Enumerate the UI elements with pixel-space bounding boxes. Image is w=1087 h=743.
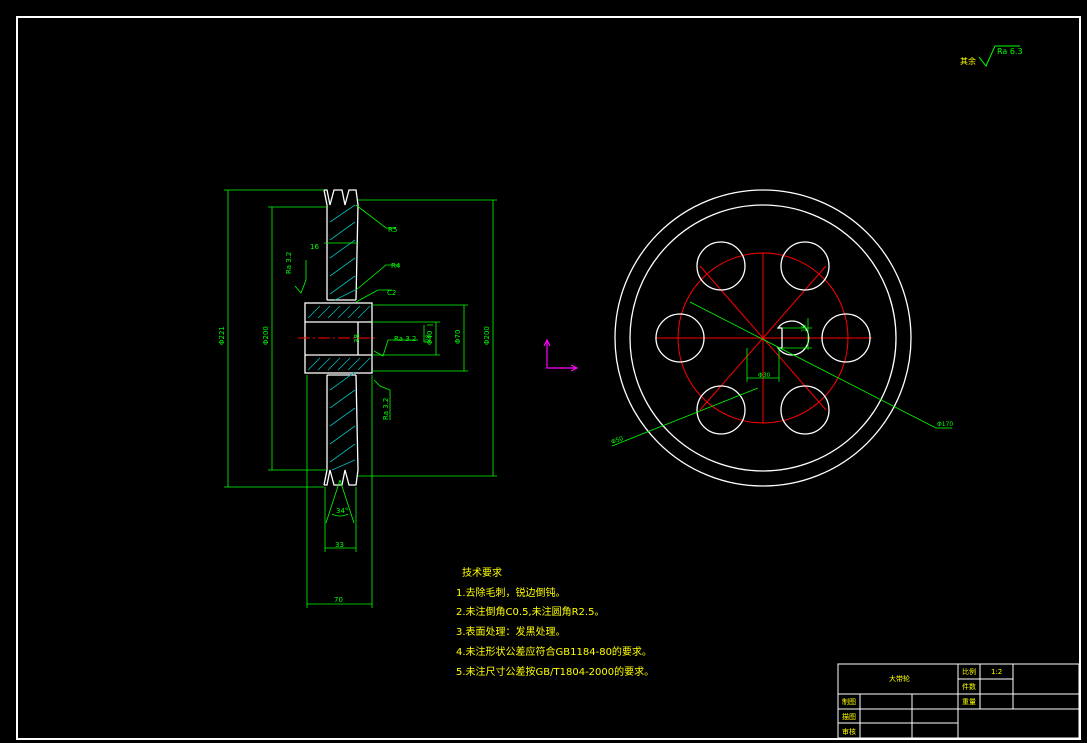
front-dimensions [611,301,952,447]
scale-value: 1:2 [991,668,1002,676]
ucs-axis-icon [543,338,579,372]
notes-title: 技术要求 [462,566,502,579]
draw-label: 描图 [842,712,856,721]
dim-chamfer-r5: R5 [388,226,397,234]
note-item: 2.未注倒角C0.5,未注圆角R2.5。 [456,605,604,618]
dim-groove-width: 33 [335,541,344,549]
outer-rim-circle [614,189,912,487]
note-item: 3.表面处理：发黑处理。 [456,625,566,638]
dim-hub-diameter: Φ70 [454,330,462,344]
title-block-text: 大带轮 比例 1:2 件数 重量 制图 描图 审核 [842,667,1002,736]
lightening-hole [655,313,705,363]
lightening-hole [780,385,830,435]
dim-hole-circle: Φ170 [937,421,953,428]
front-view: Φ30 10 Φ170 Φ50 [610,189,953,487]
section-view: Φ221 Φ200 Φ200 Φ70 Φ40 38 16 R5 R4 C2 34… [218,189,497,608]
review-label: 审核 [842,727,856,736]
note-item: 4.未注形状公差应符合GB1184-80的要求。 [456,645,652,658]
front-dimension-text: Φ30 10 Φ170 Φ50 [610,324,953,446]
dim-pitch-diameter: Φ200 [262,326,270,345]
title-block [837,663,1080,739]
front-outline [614,189,912,487]
dim-chamfer-r4: R4 [391,262,401,270]
dim-keyway-depth: Φ30 [758,372,771,379]
dim-hub-width: 70 [334,596,343,604]
dim-bore-small: 28 [425,334,432,342]
lightening-hole [696,385,746,435]
dim-bore-diameter: Φ40 [426,331,434,345]
lightening-hole [821,313,871,363]
dim-chamfer-c2: C2 [387,289,396,297]
dim-hole-diameter: Φ50 [610,435,624,446]
technical-requirements: 技术要求 1.去除毛刺，锐边倒钝。 2.未注倒角C0.5,未注圆角R2.5。 3… [456,566,654,678]
dim-outer-diameter: Φ221 [218,326,226,345]
lightening-hole [780,241,830,291]
dim-keyway-size: 10 [801,324,808,332]
remainder-roughness-symbol: 其余 Ra 6.3 [960,45,1023,67]
weight-label: 重量 [962,698,976,706]
quantity-label: 件数 [962,682,976,691]
part-name: 大带轮 [889,674,910,683]
remainder-roughness-label: 其余 [960,56,976,66]
dim-groove-pitch: 16 [310,243,319,251]
roughness-left-upper: Ra 3.2 [285,252,293,274]
front-centerlines [655,252,872,424]
design-label: 制图 [842,697,856,706]
dim-keyway-width: 38 [353,334,361,343]
dim-groove-angle: 34° [336,507,348,515]
section-hatching [307,204,371,471]
roughness-left-lower: Ra 3.2 [382,398,390,420]
scale-label: 比例 [962,667,976,676]
note-item: 1.去除毛刺，锐边倒钝。 [456,586,566,599]
lightening-hole [696,241,746,291]
dim-side-diameter: Φ200 [483,326,491,345]
section-dimension-text: Φ221 Φ200 Φ200 Φ70 Φ40 38 16 R5 R4 C2 34… [218,226,491,604]
pulley-section-outline [304,189,373,486]
drawing-border [16,16,1081,740]
roughness-bore: Ra 3.2 [394,335,416,343]
section-dimensions [224,189,497,608]
note-item: 5.未注尺寸公差按GB/T1804-2000的要求。 [456,665,654,678]
roughness-check-icon [978,45,1020,67]
inner-rim-circle [629,204,897,472]
remainder-roughness-value: Ra 6.3 [997,47,1023,56]
